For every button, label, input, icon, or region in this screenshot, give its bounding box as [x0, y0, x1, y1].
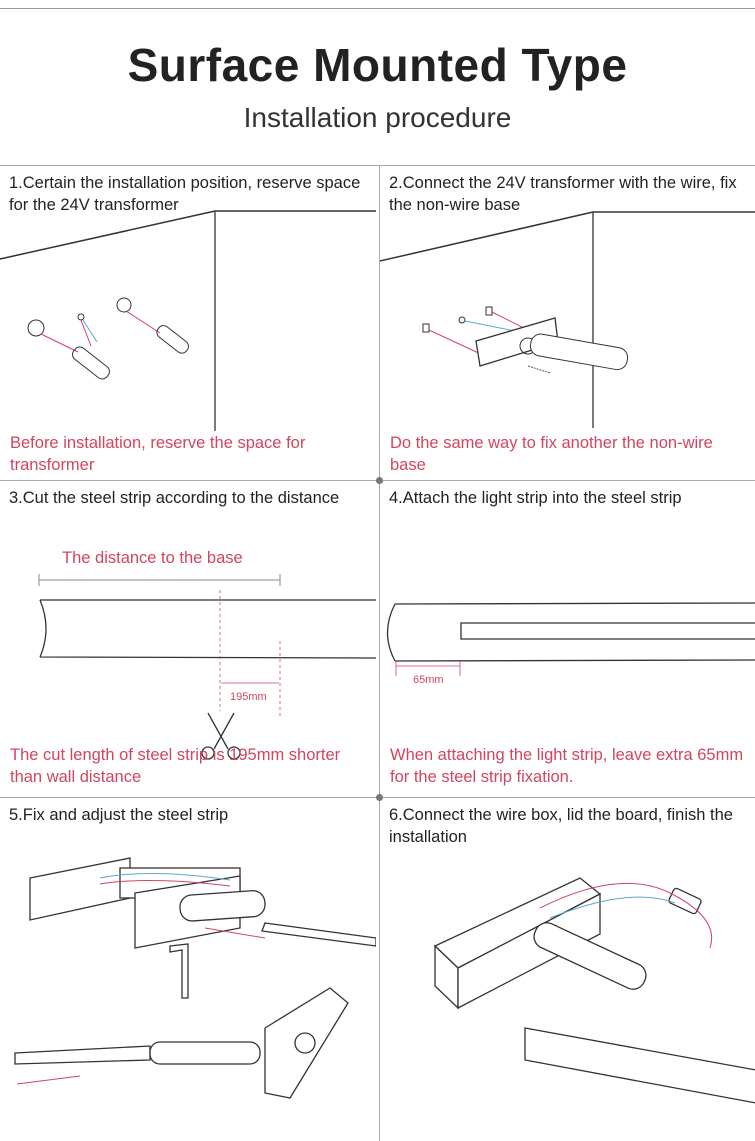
cut-measure-label: 195mm	[230, 691, 267, 703]
light-strip-attach-illustration	[386, 602, 755, 676]
step-4-note: When attaching the light strip, leave ex…	[390, 746, 744, 786]
grid-divider-vertical	[379, 165, 380, 1141]
scissors-icon	[201, 712, 241, 760]
grid-divider	[0, 165, 755, 166]
top-divider	[0, 8, 755, 9]
distance-label: The distance to the base	[62, 549, 243, 567]
step-3-note: The cut length of steel strip is 195mm s…	[10, 746, 341, 786]
step-5-panel: 5.Fix and adjust the steel strip	[0, 798, 376, 1141]
wall-transformer-illustration	[0, 210, 376, 431]
step-4-panel: 4.Attach the light strip into the steel …	[380, 481, 755, 797]
page-title: Surface Mounted Type	[127, 39, 628, 91]
step-3-title: 3.Cut the steel strip according to the d…	[9, 489, 340, 507]
step-2-note: Do the same way to fix another the non-w…	[390, 434, 713, 474]
step-1-title: 1.Certain the installation position, res…	[9, 174, 361, 214]
step-4-title: 4.Attach the light strip into the steel …	[389, 489, 682, 507]
steel-strip-fix-illustration	[14, 857, 376, 1099]
step-5-title: 5.Fix and adjust the steel strip	[9, 806, 229, 824]
base-mount-illustration	[380, 211, 755, 428]
wire-box-finish-illustration	[433, 877, 755, 1104]
step-2-title: 2.Connect the 24V transformer with the w…	[389, 174, 737, 214]
grid-node	[376, 477, 383, 484]
page-subtitle: Installation procedure	[243, 102, 512, 133]
step-1-note: Before installation, reserve the space f…	[10, 434, 306, 474]
measure-label: 65mm	[413, 674, 444, 686]
steel-strip-cut-illustration	[38, 574, 376, 760]
step-1-panel: 1.Certain the installation position, res…	[0, 166, 376, 480]
step-2-panel: 2.Connect the 24V transformer with the w…	[380, 166, 755, 480]
step-6-panel: 6.Connect the wire box, lid the board, f…	[380, 798, 755, 1141]
step-3-panel: 3.Cut the steel strip according to the d…	[0, 481, 376, 797]
step-6-title: 6.Connect the wire box, lid the board, f…	[389, 806, 733, 846]
grid-node	[376, 794, 383, 801]
